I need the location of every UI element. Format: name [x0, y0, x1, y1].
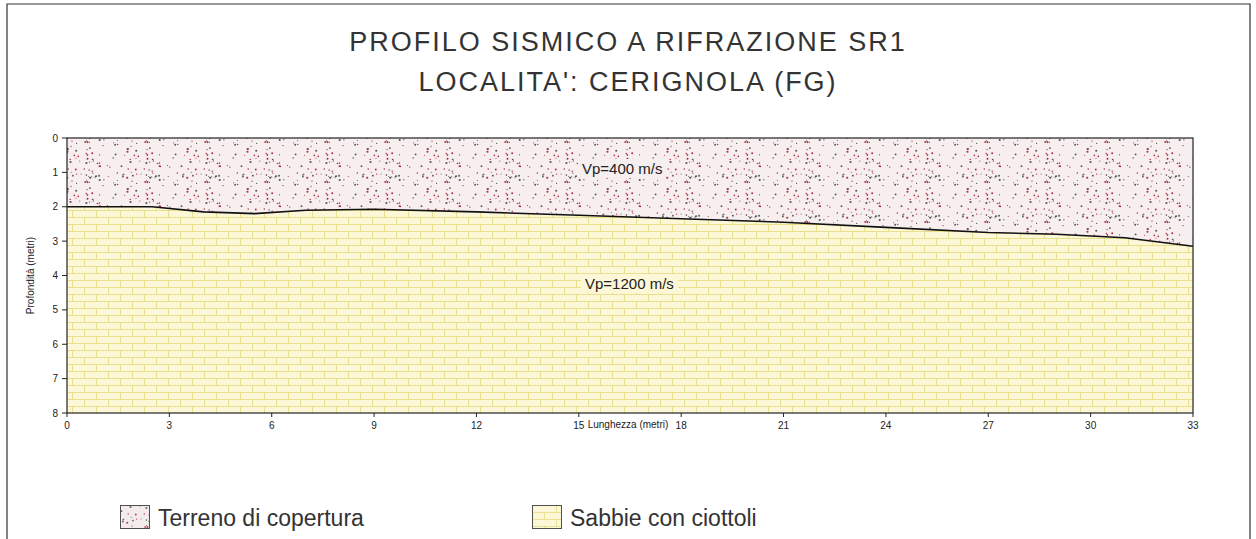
- x-tick: [1193, 413, 1194, 417]
- location-line: LOCALITA': CERIGNOLA (FG): [418, 67, 837, 98]
- y-tick: [62, 172, 67, 173]
- y-tick: [62, 344, 67, 345]
- y-tick: [62, 309, 67, 310]
- layer-velocity: Vp=400 m/s: [578, 159, 666, 178]
- page-frame: [7, 4, 1250, 539]
- x-tick: [988, 413, 989, 417]
- x-tick: [271, 413, 272, 417]
- x-tick: [67, 413, 68, 417]
- y-tick: [62, 241, 67, 242]
- length-tick-label: 12: [471, 420, 482, 431]
- velocity-label: Vp=1200 m/s: [585, 275, 674, 292]
- x-tick: [374, 413, 375, 417]
- axis-title: Lunghezza (metri): [588, 419, 669, 430]
- refractor-interface: [67, 207, 1193, 247]
- depth-tick-label: 6: [52, 339, 58, 350]
- length-tick-label: 21: [778, 420, 789, 431]
- plot-frame: [67, 138, 1193, 413]
- title: PROFILO SISMICO A RIFRAZIONE SR1: [349, 27, 907, 58]
- x-tick: [476, 413, 477, 417]
- x-tick: [783, 413, 784, 417]
- depth-tick-label: 3: [52, 236, 58, 247]
- length-tick-label: 27: [983, 420, 994, 431]
- y-tick: [62, 413, 67, 414]
- depth-tick-label: 8: [52, 408, 58, 419]
- x-tick: [885, 413, 886, 417]
- x-tick: [169, 413, 170, 417]
- velocity-label: Vp=400 m/s: [582, 160, 662, 177]
- swatch-texture: [533, 506, 562, 529]
- axis-title: Profondità (metri): [26, 236, 37, 313]
- length-tick-label: 33: [1187, 420, 1198, 431]
- legend-swatch: [532, 505, 562, 529]
- length-tick-label: 30: [1085, 420, 1096, 431]
- x-tick: [578, 413, 579, 417]
- swatch-ground: [121, 506, 150, 529]
- depth-tick-label: 4: [52, 270, 58, 281]
- swatch-ground: [533, 506, 562, 529]
- depth-tick-label: 7: [52, 373, 58, 384]
- length-tick-label: 6: [269, 420, 275, 431]
- y-tick: [62, 138, 67, 139]
- x-tick: [681, 413, 682, 417]
- y-tick: [62, 206, 67, 207]
- legend-swatch: [120, 505, 150, 529]
- legend-text: Terreno di copertura: [158, 505, 364, 532]
- depth-tick-label: 2: [52, 201, 58, 212]
- length-tick-label: 3: [167, 420, 173, 431]
- y-tick: [62, 378, 67, 379]
- layer-velocity: Vp=1200 m/s: [581, 274, 678, 293]
- depth-tick-label: 1: [52, 167, 58, 178]
- x-tick: [1090, 413, 1091, 417]
- sand-layer: [67, 207, 1193, 413]
- length-tick-label: 0: [64, 420, 70, 431]
- length-tick-label: 24: [880, 420, 891, 431]
- length-tick-label: 18: [676, 420, 687, 431]
- y-tick: [62, 275, 67, 276]
- length-tick-label: 15: [573, 420, 584, 431]
- swatch-texture: [121, 506, 150, 529]
- length-tick-label: 9: [371, 420, 377, 431]
- depth-tick-label: 0: [52, 133, 58, 144]
- depth-tick-label: 5: [52, 304, 58, 315]
- legend-text: Sabbie con ciottoli: [570, 505, 757, 532]
